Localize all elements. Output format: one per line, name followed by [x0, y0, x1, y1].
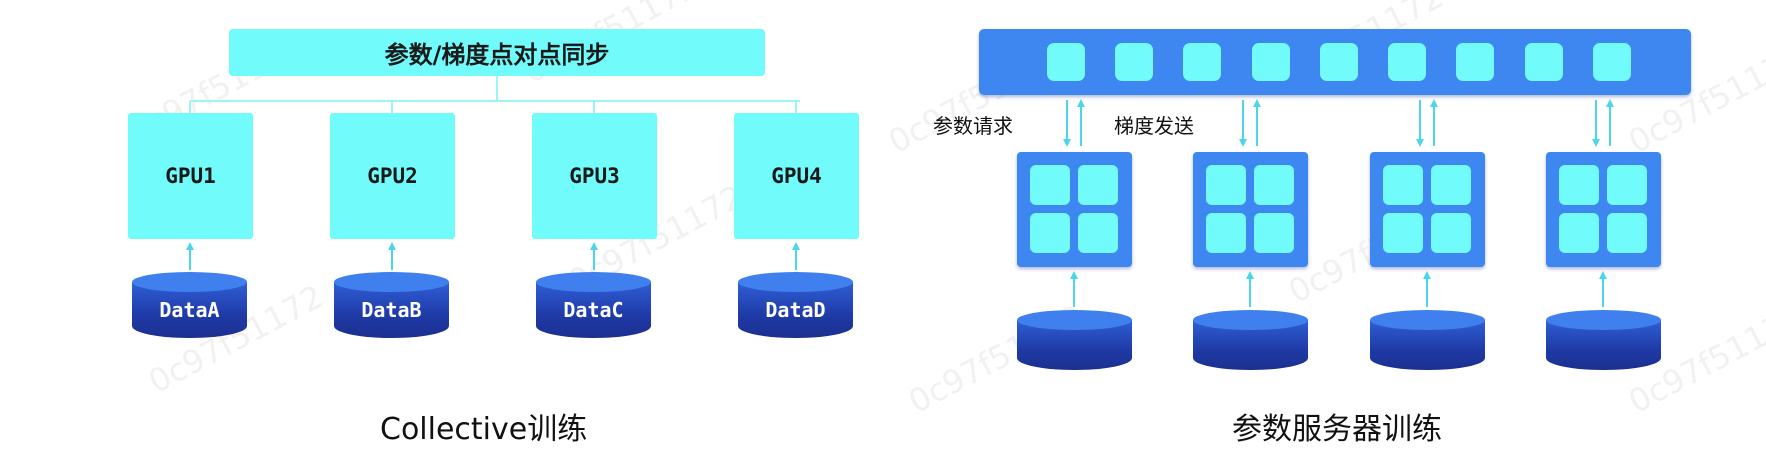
worker-node — [1193, 152, 1308, 267]
database-icon: DataB — [334, 272, 449, 340]
worker-cell — [1078, 213, 1118, 253]
worker-cell — [1254, 165, 1294, 205]
worker-cell — [1030, 165, 1070, 205]
gpu-box: GPU1 — [128, 113, 253, 239]
worker-cell — [1206, 213, 1246, 253]
db-to-worker-arrows — [1070, 271, 1607, 307]
database-icon — [1193, 310, 1308, 370]
gpu-box: GPU3 — [532, 113, 657, 239]
worker-cell — [1030, 213, 1070, 253]
database-icon: DataA — [132, 272, 247, 340]
parameter-server-bar — [979, 29, 1691, 95]
worker-cell — [1078, 165, 1118, 205]
worker-node — [1370, 152, 1485, 267]
database-icon — [1370, 310, 1485, 370]
server-slot — [1183, 43, 1221, 81]
gpu-label: GPU1 — [165, 164, 216, 188]
worker-cell — [1431, 165, 1471, 205]
data-to-gpu-arrows — [186, 242, 800, 270]
server-slot — [1047, 43, 1085, 81]
worker-cell — [1206, 165, 1246, 205]
collective-caption: Collective训练 — [380, 412, 588, 447]
worker-cell — [1559, 213, 1599, 253]
sync-tree-lines — [189, 76, 800, 113]
worker-node — [1017, 152, 1132, 267]
server-slot — [1388, 43, 1426, 81]
ps-exchange-arrows — [1063, 99, 1614, 147]
worker-cell — [1431, 213, 1471, 253]
worker-node — [1546, 152, 1661, 267]
gpu-label: GPU3 — [569, 164, 620, 188]
worker-cell — [1559, 165, 1599, 205]
data-label: DataB — [361, 298, 422, 322]
gradient-send-label: 梯度发送 — [1114, 114, 1194, 138]
parameter-server-caption: 参数服务器训练 — [1232, 412, 1442, 447]
gpu-label: GPU4 — [771, 164, 822, 188]
gpu-label: GPU2 — [367, 164, 418, 188]
server-slot — [1593, 43, 1631, 81]
server-slot — [1252, 43, 1290, 81]
server-slot — [1320, 43, 1358, 81]
data-label: DataA — [159, 298, 220, 322]
server-slot — [1115, 43, 1153, 81]
gpu-box: GPU4 — [734, 113, 859, 239]
server-slot — [1525, 43, 1563, 81]
gpu-box: GPU2 — [330, 113, 455, 239]
worker-cell — [1383, 165, 1423, 205]
database-icon — [1017, 310, 1132, 370]
database-icon: DataD — [738, 272, 853, 340]
worker-cell — [1254, 213, 1294, 253]
worker-cell — [1607, 213, 1647, 253]
worker-cell — [1383, 213, 1423, 253]
database-icon — [1546, 310, 1661, 370]
data-label: DataD — [765, 298, 826, 322]
server-slot — [1456, 43, 1494, 81]
sync-label: 参数/梯度点对点同步 — [384, 41, 610, 69]
data-label: DataC — [563, 298, 624, 322]
param-request-label: 参数请求 — [933, 114, 1013, 138]
sync-bar: 参数/梯度点对点同步 — [229, 29, 765, 76]
database-icon: DataC — [536, 272, 651, 340]
worker-cell — [1607, 165, 1647, 205]
